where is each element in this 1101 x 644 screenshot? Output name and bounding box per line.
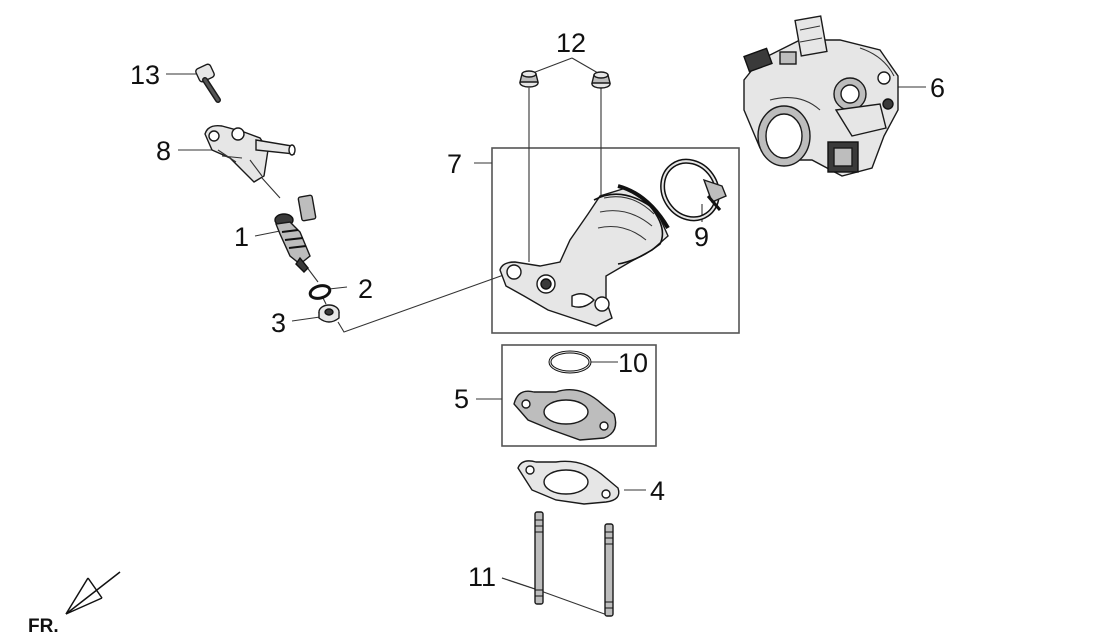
group-box-5 xyxy=(501,344,657,447)
intake-manifold-icon xyxy=(499,184,670,327)
callout-11: 11 xyxy=(468,562,496,592)
group-box-7 xyxy=(491,147,740,334)
o-ring-icon-10 xyxy=(548,350,592,374)
fuel-injector-icon xyxy=(274,194,317,273)
callout-10: 10 xyxy=(618,348,648,378)
callout-13: 13 xyxy=(130,60,160,90)
leader-lines xyxy=(166,57,926,617)
front-direction-icon xyxy=(65,571,121,615)
callout-1: 1 xyxy=(234,222,249,252)
callout-5: 5 xyxy=(454,384,469,414)
hose-clamp-icon xyxy=(660,158,727,222)
callout-9: 9 xyxy=(694,222,709,252)
bolt-icon xyxy=(195,63,221,103)
stud-bolt-icon xyxy=(534,511,614,617)
callout-4: 4 xyxy=(650,476,665,506)
callout-2: 2 xyxy=(358,274,373,304)
flange-nut-icon xyxy=(519,70,611,89)
insulator-icon xyxy=(513,389,617,441)
callout-8: 8 xyxy=(156,136,171,166)
callout-12: 12 xyxy=(556,28,586,58)
callout-3: 3 xyxy=(271,308,286,338)
callout-6: 6 xyxy=(930,73,945,103)
o-ring-icon xyxy=(308,284,332,300)
throttle-body-icon xyxy=(743,15,899,177)
gasket-icon xyxy=(517,460,620,505)
orientation-label: FR. xyxy=(28,616,59,637)
callout-7: 7 xyxy=(447,149,462,179)
seal-cap-icon xyxy=(318,304,340,323)
fuel-connector-icon xyxy=(204,124,296,183)
